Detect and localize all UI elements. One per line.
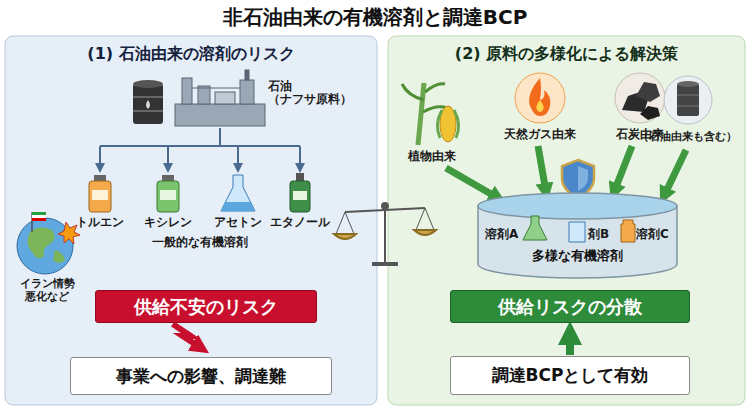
plant-icon xyxy=(402,83,459,145)
node-text: 供給不安のリスク xyxy=(134,296,278,318)
item-label: アセトン xyxy=(203,216,273,230)
right-panel-ground xyxy=(388,36,745,405)
node-text: (2) 原料の多様化による解決策 xyxy=(455,44,678,63)
balance-scale xyxy=(334,203,436,264)
item-label: キシレン xyxy=(133,216,203,230)
left-panel-ground xyxy=(5,36,377,405)
solvent-label: 剤B xyxy=(588,228,618,242)
risk-box: 供給不安のリスク xyxy=(95,290,317,323)
solution-panel: 多様な有機溶剤供給リスクの分散調達BCPとして有効 (2) 原料の多様化による解決… xyxy=(388,36,745,405)
node-text: 調達BCPとして有効 xyxy=(492,365,649,385)
acetone-flask xyxy=(221,175,255,211)
oil-barrel xyxy=(133,80,163,124)
bcp-box: 調達BCPとして有効 xyxy=(450,356,690,395)
node-text: 多様な有機溶剤 xyxy=(532,248,623,264)
connector-arrow xyxy=(173,324,201,348)
node-text: 事業への影響、調達難 xyxy=(116,366,286,386)
source-arrows xyxy=(446,146,686,198)
distribution-lines xyxy=(100,128,300,168)
globe-iran xyxy=(17,212,80,274)
node-text: (1) 石油由来の溶剤のリスク xyxy=(87,44,294,63)
item-label: 植物由来 xyxy=(397,150,467,164)
refinery xyxy=(175,70,265,126)
solvent-label: 溶剤A xyxy=(485,228,529,242)
natural-gas-icon xyxy=(515,73,565,123)
solvent-label: 溶剤C xyxy=(636,228,676,242)
item-label: トルエン xyxy=(65,216,135,230)
item-label: エタノール xyxy=(262,216,338,230)
source-label: 石油 （ナフサ原料） xyxy=(268,80,368,106)
xylene-bottle xyxy=(157,175,179,212)
item-label: イラン情勢 悪化など xyxy=(8,278,86,303)
item-label: 一般的な有機溶剤 xyxy=(130,236,270,250)
node-text: 供給リスクの分散 xyxy=(498,296,642,318)
oil-barrel-icon xyxy=(664,76,712,124)
item-label: （石油由来も含む） xyxy=(632,130,742,142)
coal-icon xyxy=(615,73,665,123)
toluene-bottle xyxy=(89,175,111,212)
connector-arrow xyxy=(566,333,574,355)
item-label: 天然ガス由来 xyxy=(490,128,590,142)
risk-spread-box: 供給リスクの分散 xyxy=(450,290,690,323)
diagram-title: 非石油由来の有機溶剤と調達BCP xyxy=(0,4,750,31)
ethanol-bottle xyxy=(290,173,310,212)
impact-box: 事業への影響、調達難 xyxy=(70,357,332,395)
